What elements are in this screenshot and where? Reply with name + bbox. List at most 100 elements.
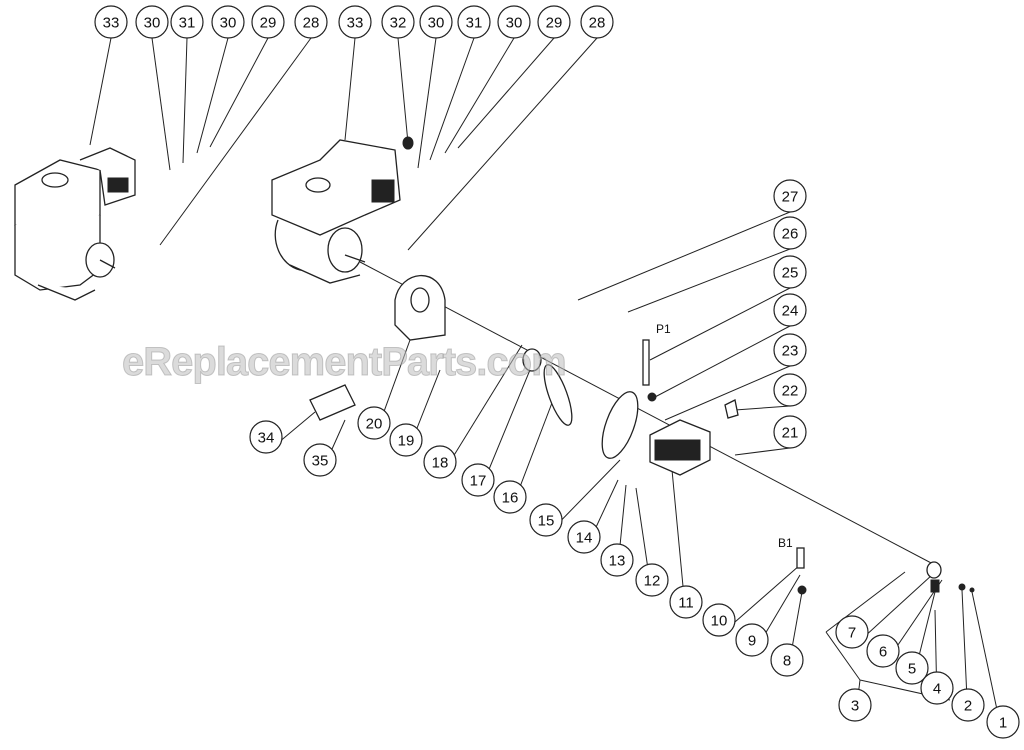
callout-12: 12 (635, 563, 669, 597)
leader-line (407, 37, 598, 251)
callout-23: 23 (773, 333, 807, 367)
callout-number: 19 (398, 433, 415, 450)
callout-number: 30 (428, 15, 445, 32)
callout-26: 26 (773, 216, 807, 250)
leader-line (417, 37, 437, 169)
callout-number: 18 (432, 455, 449, 472)
callout-number: 23 (782, 343, 799, 360)
callout-number: 9 (748, 633, 756, 650)
callout-number: 34 (258, 430, 275, 447)
callout-number: 32 (390, 15, 407, 32)
callout-5: 5 (895, 651, 929, 685)
callout-31: 31 (170, 5, 204, 39)
callout-18: 18 (423, 445, 457, 479)
leader-line (209, 37, 269, 148)
callout-29: 29 (251, 5, 285, 39)
callout-number: 15 (538, 513, 555, 530)
callout-number: 24 (782, 303, 799, 320)
callout-15: 15 (529, 503, 563, 537)
callout-25: 25 (773, 255, 807, 289)
callout-number: 16 (502, 490, 519, 507)
engine-right (271, 136, 414, 284)
callout-number: 6 (879, 644, 887, 661)
callout-number: 26 (782, 226, 799, 243)
bracket (309, 275, 446, 421)
callout-16: 16 (493, 480, 527, 514)
callout-14: 14 (567, 520, 601, 554)
leader-line (577, 211, 791, 301)
leader-line (397, 37, 409, 144)
label-p1: P1 (656, 322, 671, 336)
callout-19: 19 (389, 423, 423, 457)
callout-7: 7 (835, 615, 869, 649)
callout-number: 25 (782, 265, 799, 282)
callout-number: 4 (933, 681, 941, 698)
callout-29: 29 (537, 5, 571, 39)
callout-number: 35 (312, 453, 329, 470)
leader-line (182, 37, 188, 164)
callout-number: 29 (260, 15, 277, 32)
leader-line (664, 365, 791, 421)
leader-line (344, 37, 356, 141)
leader-line (654, 325, 791, 398)
callout-1: 1 (986, 705, 1020, 739)
callout-number: 21 (782, 425, 799, 442)
callout-number: 10 (711, 613, 728, 630)
callout-10: 10 (702, 603, 736, 637)
callout-9: 9 (735, 623, 769, 657)
callout-number: 27 (782, 189, 799, 206)
callout-31: 31 (457, 5, 491, 39)
callout-3: 3 (838, 688, 872, 722)
callout-number: 33 (103, 15, 120, 32)
callout-27: 27 (773, 179, 807, 213)
callout-2: 2 (951, 688, 985, 722)
leader-line (444, 37, 515, 154)
callout-number: 3 (851, 698, 859, 715)
callout-20: 20 (357, 406, 391, 440)
callout-33: 33 (338, 5, 372, 39)
leader-line (159, 37, 312, 246)
callout-11: 11 (669, 585, 703, 619)
callout-32: 32 (381, 5, 415, 39)
leader-line (457, 37, 555, 149)
callout-8: 8 (770, 643, 804, 677)
callout-number: 11 (678, 595, 694, 612)
callout-number: 29 (546, 15, 563, 32)
leader-line (627, 248, 791, 313)
callout-33: 33 (94, 5, 128, 39)
callout-4: 4 (920, 671, 954, 705)
callout-number: 1 (999, 715, 1007, 732)
callout-30: 30 (497, 5, 531, 39)
callout-number: 30 (144, 15, 161, 32)
callout-13: 13 (600, 543, 634, 577)
callout-number: 20 (366, 416, 383, 433)
callout-number: 17 (470, 473, 487, 490)
callout-number: 31 (466, 15, 483, 32)
callout-30: 30 (419, 5, 453, 39)
callout-34: 34 (249, 420, 283, 454)
callout-number: 8 (783, 653, 791, 670)
callout-28: 28 (294, 5, 328, 39)
callout-number: 14 (576, 530, 593, 547)
callout-number: 33 (347, 15, 364, 32)
leader-line (89, 37, 112, 146)
callout-number: 30 (220, 15, 237, 32)
callout-number: 28 (303, 15, 320, 32)
callout-number: 2 (964, 698, 972, 715)
leader-line (734, 405, 791, 411)
callout-number: 28 (589, 15, 606, 32)
callout-35: 35 (303, 443, 337, 477)
engine-left (14, 147, 136, 301)
leader-line (649, 287, 791, 361)
callout-number: 5 (908, 661, 916, 678)
callout-number: 12 (644, 573, 661, 590)
leader-line (734, 447, 791, 456)
callout-number: 30 (506, 15, 523, 32)
leader-line (196, 37, 229, 154)
pulley-belt (522, 348, 639, 459)
label-b1: B1 (778, 536, 793, 550)
callout-30: 30 (211, 5, 245, 39)
callout-number: 22 (782, 383, 799, 400)
